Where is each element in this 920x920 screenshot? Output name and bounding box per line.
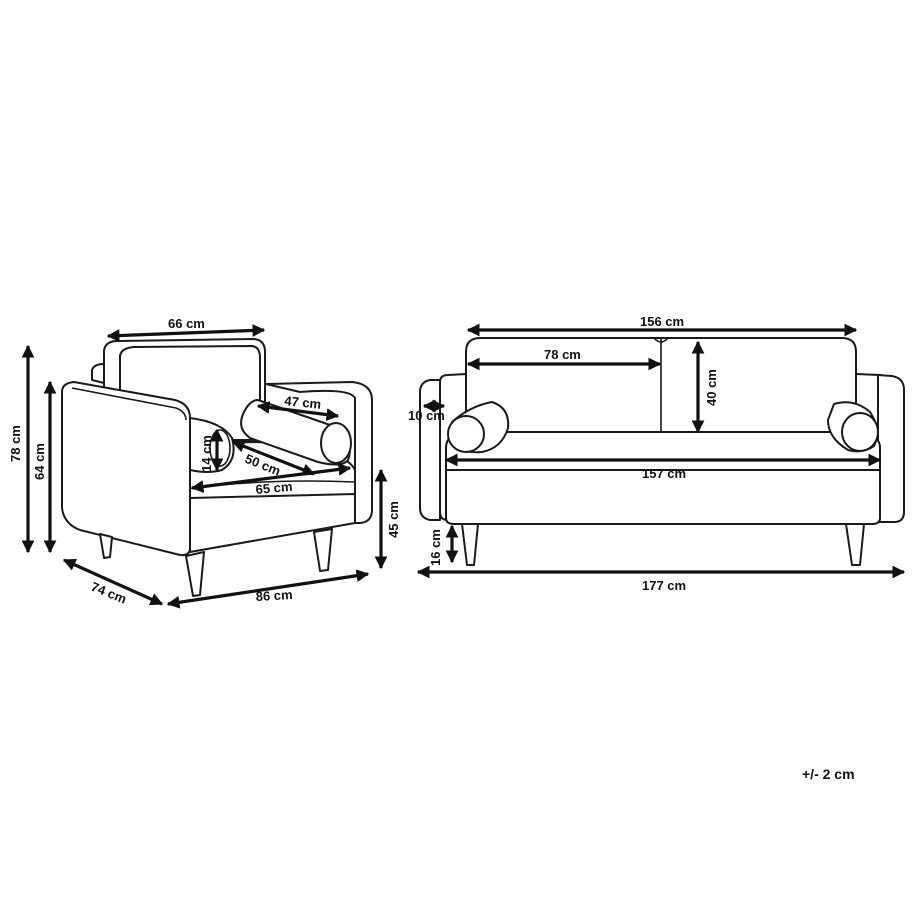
dim-line-86 xyxy=(166,569,370,609)
label-74: 74 cm xyxy=(89,579,129,607)
label-40: 40 cm xyxy=(704,369,719,406)
label-64: 64 cm xyxy=(32,443,47,480)
armchair-right-arm xyxy=(265,381,373,524)
sofa-drawing xyxy=(419,337,905,566)
tolerance-note: +/- 2 cm xyxy=(802,766,855,782)
label-47: 47 cm xyxy=(284,393,322,412)
armchair-left-arm xyxy=(61,381,191,557)
dim-line-65 xyxy=(190,463,352,493)
label-157: 157 cm xyxy=(642,466,686,481)
dim-line-47 xyxy=(256,401,340,421)
label-177: 177 cm xyxy=(642,578,686,593)
sofa-seat xyxy=(445,431,881,471)
armchair-leg-back-left xyxy=(99,533,113,559)
label-78-sofa: 78 cm xyxy=(544,347,581,362)
armchair-leg-front-left xyxy=(185,551,205,597)
label-45: 45 cm xyxy=(386,501,401,538)
label-86: 86 cm xyxy=(255,587,293,604)
label-156: 156 cm xyxy=(640,314,684,329)
label-66: 66 cm xyxy=(168,316,205,331)
label-16: 16 cm xyxy=(428,529,443,566)
label-65: 65 cm xyxy=(255,479,293,497)
sofa-dimensions xyxy=(416,323,906,579)
sofa-front xyxy=(445,469,881,525)
dim-line-74 xyxy=(62,558,164,606)
armchair-dimensions xyxy=(21,324,388,609)
dim-line-66 xyxy=(106,324,266,342)
sofa-leg-right xyxy=(845,523,865,566)
label-10: 10 cm xyxy=(408,408,445,423)
label-14: 14 cm xyxy=(199,435,214,472)
label-78-armchair: 78 cm xyxy=(8,425,23,462)
sofa-leg-left xyxy=(461,523,479,566)
armchair-leg-front-right xyxy=(313,528,333,572)
